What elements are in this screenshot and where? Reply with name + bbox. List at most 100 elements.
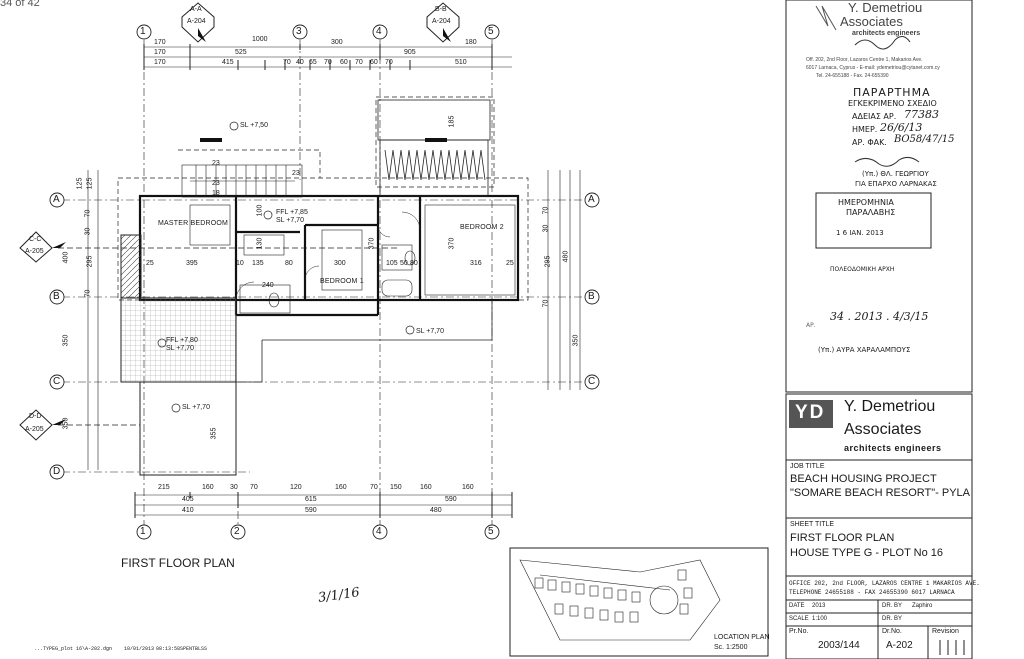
grid-label-row-b-right: B: [588, 291, 595, 302]
second-stamp-officer: (Υπ.) ΑΥΡΑ ΧΑΡΑΛΑΜΠΟΥΣ: [818, 346, 911, 354]
stamp-firm-2: Associates: [840, 14, 903, 29]
job-title-label: JOB TITLE: [790, 463, 825, 470]
section-cc-ref: A-205: [25, 248, 44, 255]
level-sl-2: SL +7,70: [276, 217, 304, 224]
grid-label-top-4: 4: [376, 26, 382, 37]
dim-top3-h: 70: [355, 59, 363, 66]
tb-firm-3: architects engineers: [844, 443, 942, 453]
drno-label: Dr.No.: [882, 628, 902, 635]
stamp-date-label: ΗΜΕΡ.: [852, 125, 878, 134]
location-plan-label: LOCATION PLAN: [714, 634, 770, 641]
dim-bottom1-f: 160: [335, 484, 347, 491]
drby-val: Zaphiro: [912, 603, 933, 609]
dim-bottom1-d: 70: [250, 484, 258, 491]
dim-top3-b: 415: [222, 59, 234, 66]
section-aa-name: A-A: [190, 6, 202, 13]
dim-top3-f: 70: [324, 59, 332, 66]
dim-bottom1-h: 150: [390, 484, 402, 491]
stamp-firm-3: architects engineers: [852, 30, 921, 37]
dim-left-a: 125: [76, 177, 84, 190]
level-sl-4: SL +7,70: [182, 404, 210, 411]
dim-int-80b: 80: [410, 260, 418, 267]
stamp-address-1: Off. 202, 2nd Floor, Lazaros Centre 1, M…: [806, 57, 923, 63]
stamp-approval-sub: ΕΓΚΕΚΡΙΜΕΝΟ ΣΧΕΔΙΟ: [848, 99, 937, 108]
drby-label: DR. BY: [882, 603, 903, 609]
dim-top3-g: 60: [340, 59, 348, 66]
received-authority: ΠΟΛΕΟΔΟΜΙΚΗ ΑΡΧΗ: [830, 266, 895, 273]
sheet-title-2: HOUSE TYPE G - PLOT No 16: [790, 547, 944, 559]
stamp-address-2: 6017 Larnaca, Cyprus - E-mail: ydemetrio…: [806, 65, 940, 71]
dim-left-f: 400: [62, 251, 70, 264]
stamp-address-3: Tel. 24-655188 - Fax. 24-655390: [816, 73, 889, 79]
dim-int-25a: 25: [146, 260, 154, 267]
dim-bottom1-e: 120: [290, 484, 302, 491]
dim-bottom2-b: 615: [305, 496, 317, 503]
second-stamp-no: 34 . 2013 . 4/3/15: [830, 310, 929, 323]
dim-top2-c: 905: [404, 49, 416, 56]
section-dd-name: D-D: [29, 413, 42, 420]
dim-int-240: 240: [262, 282, 274, 289]
job-title-2: "SOMARE BEACH RESORT"- PYLA: [790, 487, 970, 499]
dim-int-370a: 370: [368, 237, 376, 250]
prno-val: 2003/144: [818, 640, 860, 651]
stamp-approval-title: ΠΑΡΑΡΤΗΜΑ: [853, 86, 931, 99]
dim-int-185: 185: [448, 115, 456, 128]
plan-title: FIRST FLOOR PLAN: [121, 556, 235, 570]
dim-bottom1-b: 160: [202, 484, 214, 491]
dim-int-50: 50: [400, 260, 408, 267]
grid-label-bottom-5: 5: [488, 526, 494, 537]
grid-label-bottom-1: 1: [140, 526, 146, 537]
stamp-officer: (Υπ.) ΘΛ. ΓΕΩΡΓΙΟΥ: [862, 170, 929, 178]
stamp-officer-role: ΓΙΑ ΕΠΑΡΧΟ ΛΑΡΝΑΚΑΣ: [855, 180, 937, 188]
dim-int-23c: 23: [292, 170, 300, 177]
dim-top2-b: 525: [235, 49, 247, 56]
dim-top3-e: 65: [309, 59, 317, 66]
tb-firm-1: Y. Demetriou: [844, 398, 936, 415]
stamp-permit-no: 77383: [904, 108, 939, 121]
dim-bottom1-g: 70: [370, 484, 378, 491]
dim-int-105: 105: [386, 260, 398, 267]
dim-left-d: 30: [84, 227, 92, 236]
dim-left-c: 70: [84, 209, 92, 218]
dim-bottom2-a: 405: [182, 496, 194, 503]
received-sub: ΠΑΡΑΛΑΒΗΣ: [846, 208, 896, 217]
dim-right-b: 30: [542, 224, 550, 233]
dim-left-h: 350: [62, 334, 70, 347]
dim-top1-a: 170: [154, 39, 166, 46]
dim-bottom1-a: 215: [158, 484, 170, 491]
dim-left-e: 295: [86, 255, 94, 268]
section-bb-name: B-B: [435, 6, 447, 13]
grid-label-top-1: 1: [140, 26, 146, 37]
section-cc-name: C-C: [29, 236, 42, 243]
dim-top3-d: 40: [296, 59, 304, 66]
dim-right-d: 480: [562, 250, 570, 263]
level-ffl-2: FFL +7,80: [166, 337, 198, 344]
grid-label-bottom-4: 4: [376, 526, 382, 537]
grid-label-top-3: 3: [296, 26, 302, 37]
dim-left-b: 125: [86, 177, 94, 190]
dim-bottom1-i: 160: [420, 484, 432, 491]
stamp-firm-1: Y. Demetriou: [848, 0, 923, 15]
dim-bottom3-b: 590: [305, 507, 317, 514]
dim-bottom2-c: 590: [445, 496, 457, 503]
dim-left-g: 70: [84, 289, 92, 298]
page-counter: 34 of 42: [0, 0, 40, 9]
stamp-file-label: ΑΡ. ΦΑΚ.: [852, 138, 887, 147]
dim-top3-j: 70: [385, 59, 393, 66]
date-label: DATE: [789, 603, 805, 609]
section-aa-ref: A-204: [187, 18, 206, 25]
dim-right-e: 70: [542, 299, 550, 308]
dim-int-316: 316: [470, 260, 482, 267]
dim-top3-a: 170: [154, 59, 166, 66]
dim-int-395: 395: [186, 260, 198, 267]
grid-label-row-d-left: D: [53, 466, 61, 477]
received-date: 1 6 ΙΑΝ. 2013: [836, 229, 884, 237]
rev-label: Revision: [932, 628, 959, 635]
dim-int-25b: 25: [506, 260, 514, 267]
dim-int-130: 130: [256, 237, 264, 250]
dim-int-370b: 370: [448, 237, 456, 250]
dim-top1-c: 300: [331, 39, 343, 46]
sheet-title-label: SHEET TITLE: [790, 521, 835, 528]
dim-top3-k: 510: [455, 59, 467, 66]
